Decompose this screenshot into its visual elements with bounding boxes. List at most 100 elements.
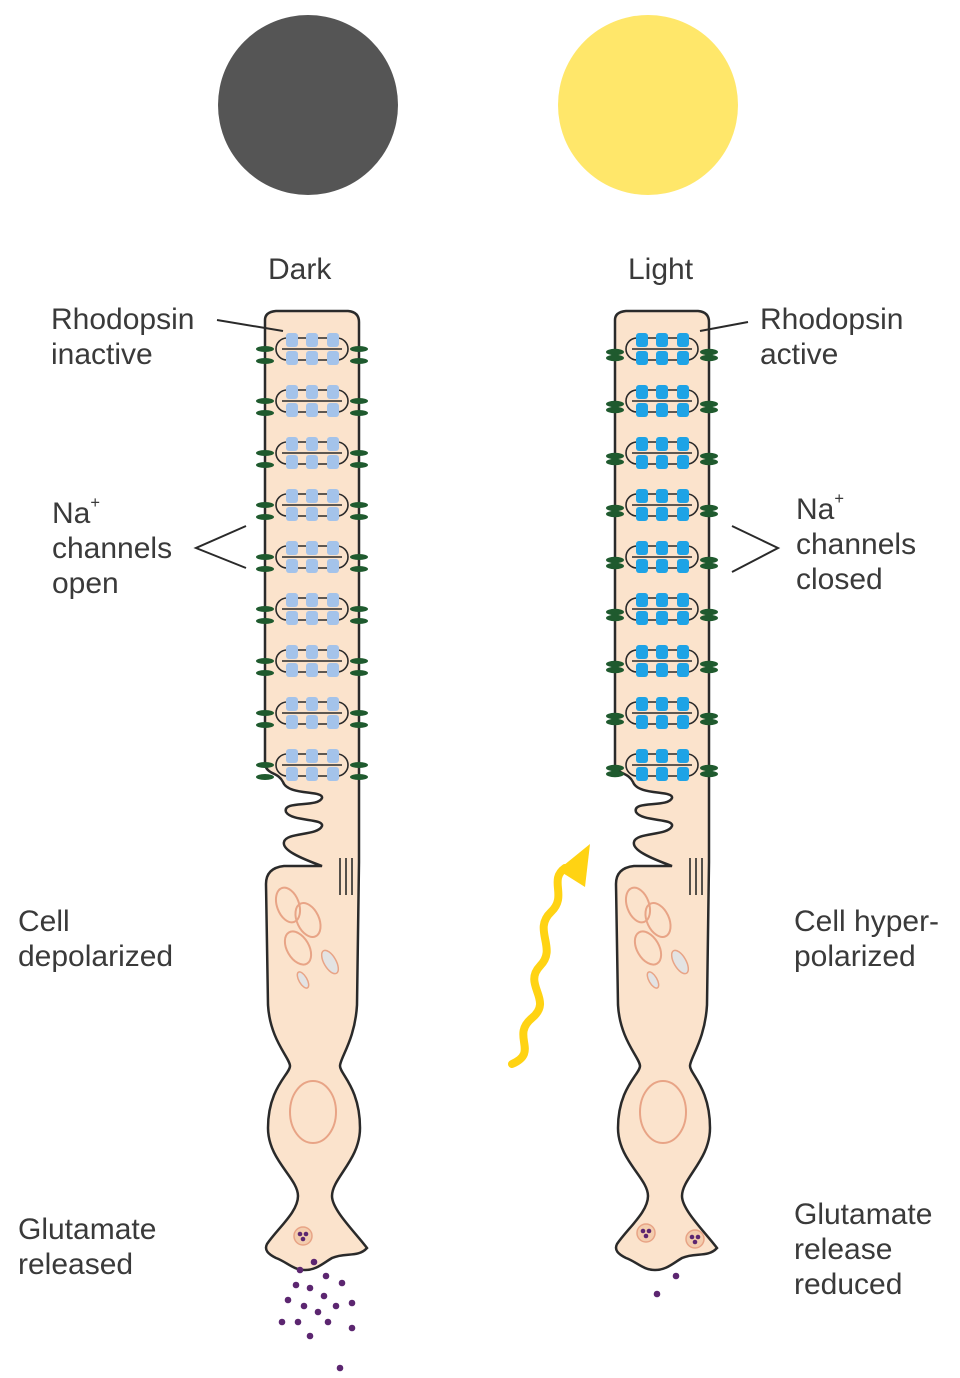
na-channel-open-icon [350, 502, 368, 508]
na-channel-open-icon [350, 462, 368, 468]
rhodopsin-icon [677, 437, 689, 451]
rhodopsin-icon [677, 767, 689, 781]
rhodopsin-icon [656, 437, 668, 451]
rhodopsin-icon [656, 767, 668, 781]
na-channel-closed-icon [700, 562, 718, 570]
rhodopsin-icon [636, 697, 648, 711]
rhodopsin-icon [656, 351, 668, 365]
rhodopsin-icon [286, 541, 298, 555]
na-channel-open-icon [256, 514, 274, 520]
rhodopsin-icon [306, 593, 318, 607]
rhodopsin-icon [327, 663, 339, 677]
rhodopsin-icon [636, 749, 648, 763]
rhodopsin-dark-leader [216, 319, 284, 332]
na-channel-closed-icon [700, 608, 718, 616]
rhodopsin-light-leader [699, 321, 749, 332]
na-channel-open-icon [350, 762, 368, 768]
na-channel-open-icon [256, 462, 274, 468]
na-channel-open-icon [350, 710, 368, 716]
mitochondrion-icon [294, 902, 322, 938]
rhodopsin-icon [286, 715, 298, 729]
na-channel-open-icon [256, 762, 274, 768]
na-channel-closed-icon [700, 666, 718, 674]
rhodopsin-icon [327, 697, 339, 711]
na-channel-open-icon [256, 618, 274, 624]
na-channels-closed-label: Na+ channels closed [796, 490, 917, 596]
glutamate-molecule [300, 1236, 306, 1242]
rod-cell-dark [256, 309, 369, 1372]
na-channel-open-icon [256, 722, 274, 728]
na-channel-closed-icon [700, 764, 718, 772]
glutamate-molecule [303, 1231, 309, 1237]
na-channel-open-icon [350, 358, 368, 364]
rhodopsin-icon [306, 697, 318, 711]
rhodopsin-icon [306, 663, 318, 677]
glutamate-molecule [653, 1290, 661, 1298]
rhodopsin-icon [286, 455, 298, 469]
rhodopsin-icon [327, 559, 339, 573]
rhodopsin-icon [327, 385, 339, 399]
nucleus-icon [639, 1080, 687, 1144]
na-channel-open-icon [256, 566, 274, 572]
rhodopsin-icon [306, 455, 318, 469]
rhodopsin-icon [306, 611, 318, 625]
rhodopsin-icon [677, 645, 689, 659]
rhodopsin-icon [636, 403, 648, 417]
glutamate-molecule [672, 1272, 680, 1280]
rhodopsin-icon [306, 403, 318, 417]
na-channel-closed-icon [606, 348, 624, 356]
glutamate-molecule [310, 1258, 318, 1266]
rhodopsin-icon [656, 593, 668, 607]
na-channel-open-icon [350, 410, 368, 416]
rhodopsin-icon [327, 767, 339, 781]
rhodopsin-icon [677, 749, 689, 763]
na-channel-open-icon [256, 398, 274, 404]
rhodopsin-icon [327, 611, 339, 625]
glutamate-molecule [640, 1228, 646, 1234]
rhodopsin-icon [327, 645, 339, 659]
na-channel-closed-icon [606, 556, 624, 564]
rhodopsin-icon [306, 715, 318, 729]
organelle-icon [670, 949, 690, 975]
channels-dark-bracket [193, 525, 247, 569]
na-channel-closed-icon [700, 406, 718, 414]
na-channel-open-icon [350, 346, 368, 352]
rhodopsin-icon [677, 541, 689, 555]
na-channel-open-icon [350, 450, 368, 456]
na-channels-open-label: Na+ channels open [52, 494, 173, 600]
rhodopsin-icon [636, 663, 648, 677]
rhodopsin-icon [636, 489, 648, 503]
na-channel-closed-icon [606, 504, 624, 512]
glutamate-molecule [306, 1284, 314, 1292]
rhodopsin-icon [656, 455, 668, 469]
rhodopsin-icon [636, 507, 648, 521]
na-channel-closed-icon [700, 348, 718, 356]
rhodopsin-icon [677, 611, 689, 625]
na-channel-closed-icon [606, 608, 624, 616]
rhodopsin-icon [656, 489, 668, 503]
glutamate-molecule [332, 1302, 340, 1310]
na-channel-open-icon [350, 618, 368, 624]
rhodopsin-active-label: Rhodopsin active [760, 303, 904, 371]
rhodopsin-icon [306, 333, 318, 347]
cell-depolarized-label: Cell depolarized [18, 905, 174, 973]
synaptic-vesicle-icon [293, 1226, 313, 1246]
rhodopsin-icon [327, 403, 339, 417]
na-channel-closed-icon [700, 712, 718, 720]
na-channel-closed-icon [700, 458, 718, 466]
rhodopsin-icon [327, 489, 339, 503]
rhodopsin-icon [677, 403, 689, 417]
rhodopsin-icon [286, 351, 298, 365]
na-channel-open-icon [256, 670, 274, 676]
rhodopsin-icon [677, 715, 689, 729]
synaptic-vesicle-icon [685, 1229, 705, 1249]
rhodopsin-icon [656, 715, 668, 729]
rhodopsin-icon [286, 385, 298, 399]
rhodopsin-icon [306, 489, 318, 503]
na-channel-closed-icon [606, 510, 624, 518]
na-channel-closed-icon [606, 400, 624, 408]
rhodopsin-icon [306, 559, 318, 573]
rhodopsin-icon [636, 645, 648, 659]
rod-cell-light [606, 309, 719, 1298]
